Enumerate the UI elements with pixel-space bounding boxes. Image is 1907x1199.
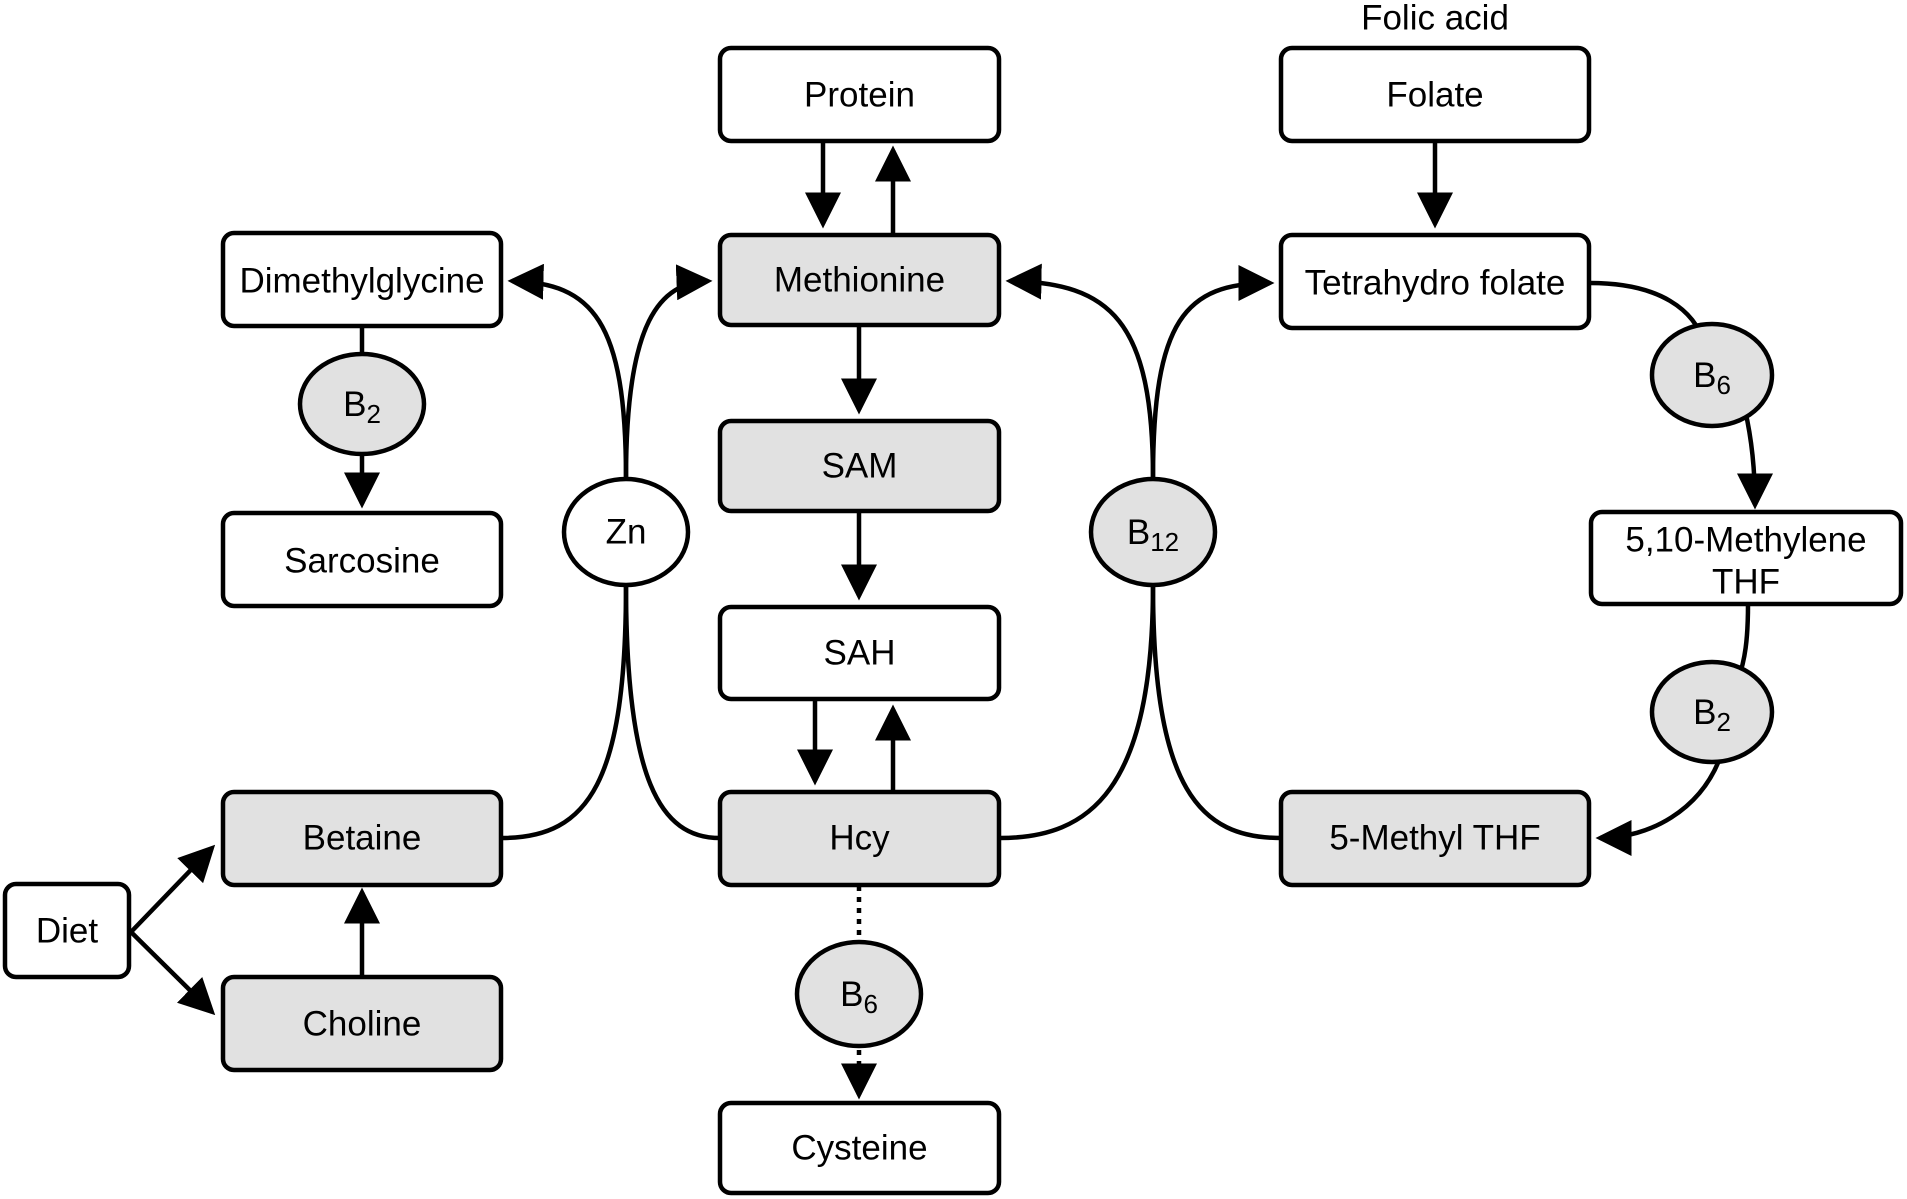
cofactor-zn-label: Zn: [606, 513, 647, 552]
edge-diet-to-betaine: [129, 844, 216, 934]
node-protein: Protein: [717, 45, 1002, 144]
node-diet-label: Diet: [36, 912, 99, 951]
node-choline-label: Choline: [303, 1005, 422, 1044]
node-sarcosine: Sarcosine: [220, 510, 504, 609]
node-hcy-label: Hcy: [829, 819, 890, 858]
node-folate-label: Folate: [1386, 76, 1483, 115]
edge-zn-to-dimethylglycine: [507, 263, 629, 479]
node-diet: Diet: [2, 881, 132, 980]
edge-methylthf-to-b12: [1150, 584, 1282, 841]
node-protein-label: Protein: [804, 76, 915, 115]
edges: [129, 143, 1773, 1100]
node-sah-label: SAH: [824, 634, 896, 673]
node-sah: SAH: [717, 604, 1002, 702]
node-hcy: Hcy: [717, 789, 1002, 888]
node-dimethylglycine-label: Dimethylglycine: [239, 262, 484, 301]
node-choline: Choline: [220, 974, 504, 1073]
node-betaine: Betaine: [220, 789, 504, 888]
node-cysteine: Cysteine: [717, 1100, 1002, 1196]
edge-hcy-to-b12: [999, 584, 1156, 841]
edge-diet-to-choline: [129, 930, 216, 1016]
node-sam-label: SAM: [822, 447, 898, 486]
node-dimethylglycine: Dimethylglycine: [220, 230, 504, 329]
edge-betaine-to-zn: [501, 584, 629, 841]
node-tetrahydro-folate: Tetrahydro folate: [1278, 232, 1592, 331]
node-sarcosine-label: Sarcosine: [284, 542, 440, 581]
node-methionine: Methionine: [717, 232, 1002, 328]
edge-zn-to-methionine: [623, 264, 713, 479]
edge-hcy-to-zn: [623, 584, 721, 841]
node-methyl-thf: 5-Methyl THF: [1278, 789, 1592, 888]
edge-b2-to-methylthf: [1595, 757, 1723, 856]
node-sam: SAM: [717, 418, 1002, 514]
node-methylene-thf-label-line2: THF: [1712, 563, 1780, 602]
node-tetrahydro-folate-label: Tetrahydro folate: [1305, 264, 1566, 303]
node-methylene-thf-label-line1: 5,10-Methylene: [1625, 521, 1866, 560]
cofactor-b2-right: B2: [1649, 659, 1775, 765]
cofactor-b6-right-label: B6: [1693, 356, 1731, 401]
cofactor-b12-label: B12: [1127, 513, 1179, 558]
cofactor-zn: Zn: [561, 476, 691, 588]
node-methyl-thf-label: 5-Methyl THF: [1329, 819, 1540, 858]
folic-acid-label: Folic acid: [1361, 0, 1509, 38]
node-cysteine-label: Cysteine: [791, 1129, 927, 1168]
cofactor-b6-right: B6: [1649, 321, 1775, 429]
cofactor-b6-bottom: B6: [794, 939, 924, 1049]
cofactor-b2-right-label: B2: [1693, 693, 1731, 738]
edge-b12-to-tetrahydrofolate: [1150, 265, 1275, 479]
node-methionine-label: Methionine: [774, 261, 945, 300]
cofactor-b2-left: B2: [297, 351, 427, 457]
cofactor-b12: B12: [1088, 476, 1218, 588]
node-methylene-thf: 5,10-Methylene THF: [1588, 509, 1904, 607]
node-betaine-label: Betaine: [303, 819, 422, 858]
edge-b12-to-methionine: [1005, 263, 1156, 479]
edge-b6-to-methylenethf: [1736, 409, 1773, 510]
cofactor-b2-left-label: B2: [343, 385, 381, 430]
node-folate: Folate: [1278, 45, 1592, 144]
cofactor-b6-bottom-label: B6: [840, 975, 878, 1020]
